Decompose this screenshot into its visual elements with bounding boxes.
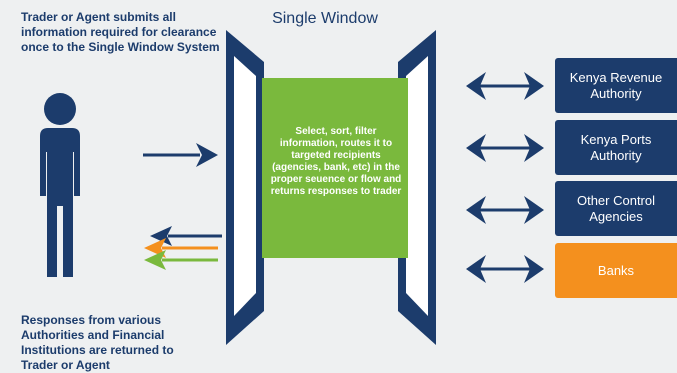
processing-description: Select, sort, filter information, routes… — [270, 126, 402, 197]
trader-person-icon — [40, 93, 80, 277]
entity-label: Other Control Agencies — [576, 192, 656, 224]
entity-label: Kenya Ports Authority — [580, 131, 652, 163]
entity-kenya-revenue-authority: Kenya Revenue Authority — [555, 58, 677, 113]
entity-other-control-agencies: Other Control Agencies — [555, 181, 677, 236]
single-window-title: Single Window — [272, 10, 378, 27]
submission-note: Trader or Agent submits all information … — [21, 10, 220, 54]
double-arrow-banks — [466, 255, 544, 283]
double-arrow-other — [466, 196, 544, 224]
entity-kenya-ports-authority: Kenya Ports Authority — [555, 120, 677, 175]
double-arrow-kra — [466, 72, 544, 100]
processing-box — [262, 78, 408, 258]
return-arrow-navy — [150, 226, 222, 246]
response-note: Responses from various Authorities and F… — [21, 313, 174, 372]
single-window-left-frame — [226, 30, 264, 345]
submit-arrow — [143, 143, 218, 167]
entity-label: Banks — [597, 262, 635, 278]
entity-label: Kenya Revenue Authority — [569, 69, 663, 101]
entity-banks: Banks — [555, 243, 677, 298]
return-arrow-green — [144, 250, 218, 270]
double-arrow-kpa — [466, 134, 544, 162]
